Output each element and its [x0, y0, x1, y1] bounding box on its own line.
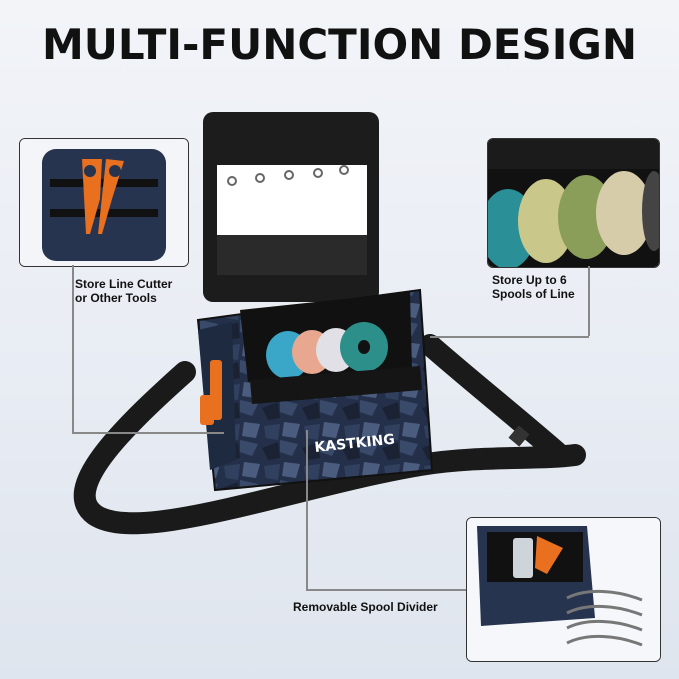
- page-title: MULTI-FUNCTION DESIGN: [42, 20, 637, 69]
- line-spools: [266, 322, 388, 379]
- inset-spools: [487, 138, 660, 268]
- callout-tools: Store Line Cutter or Other Tools: [75, 277, 173, 305]
- inset-divider: [466, 517, 661, 662]
- scissors-icon: [82, 159, 102, 234]
- shoulder-strap: [73, 361, 586, 535]
- inset-tools: [19, 138, 189, 267]
- callout-divider: Removable Spool Divider: [293, 600, 438, 614]
- callout-spools: Store Up to 6 Spools of Line: [492, 273, 575, 301]
- divider-icon: [566, 589, 643, 647]
